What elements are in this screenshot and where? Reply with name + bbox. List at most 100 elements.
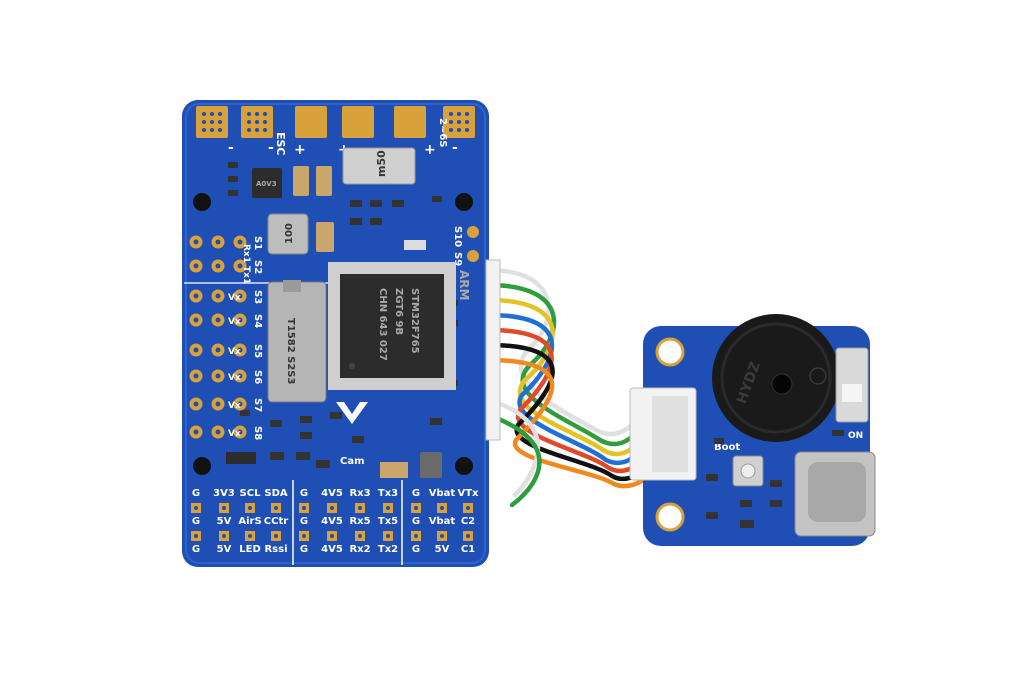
pad-label: 4V5 <box>321 544 343 555</box>
buzzer-plus-mark <box>809 367 827 385</box>
mount-hole-tr <box>455 193 473 211</box>
pad-label: C2 <box>461 516 475 527</box>
pad-label: G <box>192 488 200 499</box>
solder-pad-hole <box>330 534 334 538</box>
vx-label: Vx <box>228 401 241 411</box>
servo-pad-hole <box>215 429 221 435</box>
mount-hole-br <box>455 457 473 475</box>
pad-label: G <box>192 516 200 527</box>
servo-pad-hole <box>215 347 221 353</box>
solder-pad-hole <box>194 534 198 538</box>
cable-harness <box>485 267 655 508</box>
mcu-body <box>340 274 444 378</box>
solder-pad-hole <box>222 534 226 538</box>
label-plus-1: + <box>294 142 306 158</box>
usb-mount-hole-tl <box>655 337 685 367</box>
mcu-brand: ARM <box>457 270 471 300</box>
servo-pad-hole <box>237 239 243 245</box>
pad-label: G <box>192 544 200 555</box>
servo-label: S5 <box>252 344 263 358</box>
pad-label: SDA <box>264 488 288 499</box>
solder-pad-hole <box>386 506 390 510</box>
pad-label: 4V5 <box>321 516 343 527</box>
servo-label: S3 <box>252 290 263 304</box>
sd-card-socket <box>267 281 327 403</box>
mcu-line2: ZGT6 9B <box>393 288 404 335</box>
servo-pad-hole <box>193 293 199 299</box>
servo-pad-hole <box>193 317 199 323</box>
label-s9: S9 <box>452 252 463 266</box>
pad-label: Rx5 <box>349 516 370 527</box>
servo-pad-hole <box>193 263 199 269</box>
capacitor-1 <box>293 166 309 196</box>
label-rx1: Rx1 <box>241 244 251 263</box>
solder-pad-hole <box>194 506 198 510</box>
wire-green-2 <box>485 412 542 508</box>
servo-pad-hole <box>193 239 199 245</box>
servo-pad-hole <box>193 401 199 407</box>
vx-label: Vx <box>228 317 241 327</box>
servo-pad-hole <box>215 317 221 323</box>
solder-pad-hole <box>248 506 252 510</box>
servo-pad-hole <box>237 401 243 407</box>
pad-label: LED <box>239 544 261 555</box>
label-vbat: 2~6S <box>437 118 448 148</box>
solder-pad-hole <box>440 534 444 538</box>
label-esc: ESC <box>274 132 287 156</box>
pad-label: 5V <box>217 544 232 555</box>
solder-pad-hole <box>274 534 278 538</box>
servo-pad-hole <box>237 347 243 353</box>
boot-button-cap <box>740 463 756 479</box>
inductor-small-label: 100 <box>284 223 295 244</box>
solder-pad-hole <box>414 534 418 538</box>
pad-plus-1 <box>295 106 327 138</box>
inductor-big <box>342 147 416 185</box>
label-s10: S10 <box>452 226 463 247</box>
sd-card-tab <box>283 280 301 292</box>
pad-s9 <box>467 250 479 262</box>
flight-controller-board: - - ESC + + 2~6S + - m50 A0V3 100 <box>182 100 501 567</box>
solder-pad-hole <box>386 534 390 538</box>
sd-card-label: T1582 S2S3 <box>285 318 296 384</box>
label-on: ON <box>848 431 863 441</box>
usb-jst-slot <box>652 396 688 472</box>
mcu-pin1-dot <box>349 363 355 369</box>
solder-pad-hole <box>414 506 418 510</box>
inductor-small <box>267 213 309 255</box>
solder-pad-hole <box>330 506 334 510</box>
mounting-holes <box>193 193 473 475</box>
usb-mount-hole-bl <box>655 502 685 532</box>
servo-label: S7 <box>252 398 263 412</box>
solder-pad-hole <box>358 506 362 510</box>
pad-label: Tx5 <box>378 516 398 527</box>
wire-black <box>485 342 653 482</box>
vx-label: Vx <box>228 373 241 383</box>
pad-label: G <box>300 488 308 499</box>
mount-hole-bl <box>193 457 211 475</box>
pad-label: Tx2 <box>378 544 398 555</box>
vx-label: Vx <box>228 429 241 439</box>
pad-label: G <box>300 544 308 555</box>
top-pads <box>196 106 475 138</box>
pad-label: 5V <box>217 516 232 527</box>
pad-label: 4V5 <box>321 488 343 499</box>
pad-label: G <box>300 516 308 527</box>
solder-pad-hole <box>358 534 362 538</box>
buzzer-ring <box>720 322 832 434</box>
pad-label: SCL <box>240 488 262 499</box>
servo-pad-hole <box>237 263 243 269</box>
regulator-chip <box>252 168 282 198</box>
pad-label: Tx3 <box>378 488 398 499</box>
pad-label: C1 <box>461 544 475 555</box>
wire-blue <box>485 312 649 466</box>
pad-plus-2 <box>342 106 374 138</box>
servo-pad-hole <box>237 293 243 299</box>
vendor-logo <box>336 402 368 424</box>
servo-label: S6 <box>252 370 263 384</box>
label-minus-3: - <box>452 140 458 156</box>
label-cam: Cam <box>340 456 365 467</box>
vx-label: Vx <box>228 347 241 357</box>
servo-pad-hole <box>237 429 243 435</box>
